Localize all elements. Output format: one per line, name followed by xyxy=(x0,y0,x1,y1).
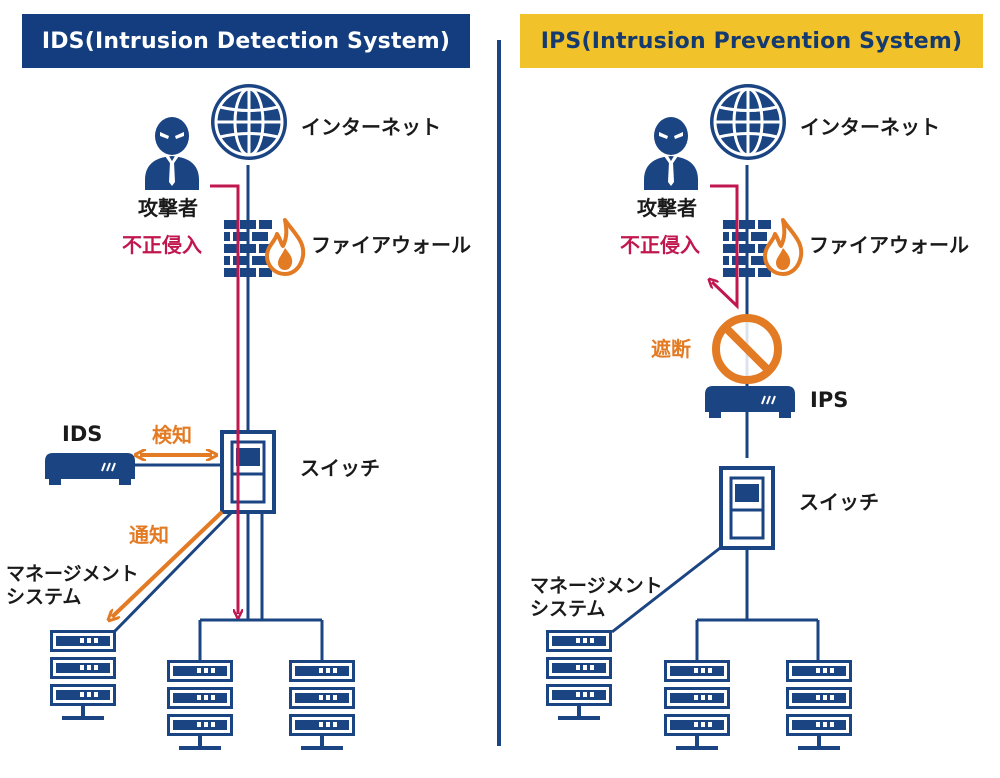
block-label: 遮断 xyxy=(651,337,691,361)
flame-icon xyxy=(265,218,306,276)
panel-divider xyxy=(497,40,501,746)
management-label-line1: マネージメント xyxy=(6,563,139,585)
server-icon xyxy=(786,660,852,750)
management-label-line2: システム xyxy=(6,586,82,608)
intrusion-label: 不正侵入 xyxy=(122,233,202,257)
switch-label: スイッチ xyxy=(799,490,879,514)
notify-arrow xyxy=(112,510,224,617)
internet-label: インターネット xyxy=(301,115,441,139)
server-icon xyxy=(289,660,355,750)
switch-label: スイッチ xyxy=(300,456,380,480)
network-device-icon xyxy=(44,452,136,486)
globe-icon xyxy=(209,82,289,162)
server-icon xyxy=(50,630,116,720)
attacker-icon xyxy=(145,117,199,190)
switch-icon xyxy=(220,430,276,514)
firewall-icon xyxy=(224,220,272,277)
firewall-icon xyxy=(723,220,771,277)
server-icon xyxy=(664,660,730,750)
switch-icon xyxy=(719,466,775,550)
management-label-line2: システム xyxy=(530,598,606,620)
firewall-label: ファイアウォール xyxy=(311,233,471,257)
internet-label: インターネット xyxy=(800,115,940,139)
detect-label: 検知 xyxy=(152,423,192,447)
server-icon xyxy=(546,630,612,720)
management-label-line1: マネージメント xyxy=(530,575,663,597)
ips-device-label: IPS xyxy=(810,388,849,412)
attacker-label: 攻撃者 xyxy=(637,196,697,220)
intrusion-path xyxy=(210,184,238,614)
attacker-icon xyxy=(644,117,698,190)
attacker-label: 攻撃者 xyxy=(138,196,198,220)
ids-header: IDS(Intrusion Detection System) xyxy=(22,14,470,68)
server-icon xyxy=(167,660,233,750)
notify-label: 通知 xyxy=(129,523,169,547)
ids-device-label: IDS xyxy=(62,422,103,446)
network-device-icon xyxy=(704,385,796,419)
globe-icon xyxy=(708,82,788,162)
intrusion-label: 不正侵入 xyxy=(620,233,700,257)
ids-wiring xyxy=(112,165,324,660)
ips-header: IPS(Intrusion Prevention System) xyxy=(520,14,983,68)
prohibited-icon xyxy=(712,314,782,384)
intrusion-path xyxy=(710,184,739,310)
firewall-label: ファイアウォール xyxy=(809,233,969,257)
